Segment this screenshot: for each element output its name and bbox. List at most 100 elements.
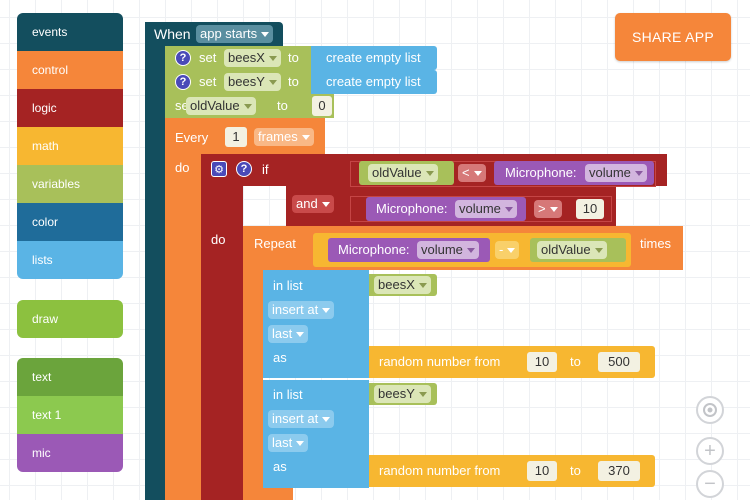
category-variables[interactable]: variables — [17, 165, 123, 203]
random-from-input[interactable]: 10 — [527, 352, 557, 372]
chevron-down-icon — [322, 416, 331, 422]
to-label: to — [570, 463, 581, 478]
microphone-prop-dropdown[interactable]: volume — [455, 200, 517, 218]
comparison-operator-dropdown[interactable]: > — [534, 200, 562, 218]
crosshair-icon[interactable] — [696, 396, 724, 424]
category-label: mic — [32, 446, 51, 460]
category-logic[interactable]: logic — [17, 89, 123, 127]
var-dropdown-oldvalue[interactable]: oldValue — [186, 97, 256, 115]
create-empty-list-block[interactable] — [311, 46, 437, 70]
chevron-down-icon — [301, 134, 310, 140]
if-label: if — [262, 162, 269, 177]
math-operator-dropdown[interactable]: - — [495, 241, 520, 259]
random-from-input[interactable]: 10 — [527, 461, 557, 481]
var-dropdown-beesx[interactable]: beesX — [374, 276, 431, 294]
plus-icon: + — [704, 440, 716, 462]
insert-into-list-block[interactable] — [263, 270, 369, 378]
random-number-label: random number from — [379, 354, 501, 369]
and-or-dropdown[interactable]: and — [292, 195, 334, 213]
chevron-down-icon — [321, 201, 330, 207]
category-label: events — [32, 25, 68, 39]
help-icon[interactable]: ? — [175, 50, 191, 66]
number-input[interactable]: 10 — [576, 199, 604, 219]
random-to-input[interactable]: 370 — [598, 461, 640, 481]
set-label: set — [199, 50, 217, 65]
category-lists[interactable]: lists — [17, 241, 123, 279]
category-events[interactable]: events — [17, 13, 123, 51]
do-label: do — [175, 160, 190, 175]
as-label: as — [273, 459, 287, 474]
category-label: draw — [32, 312, 59, 326]
minus-icon: − — [704, 473, 716, 495]
in-list-label: in list — [273, 278, 303, 293]
chevron-down-icon — [322, 307, 331, 313]
gear-icon[interactable]: ⚙ — [211, 161, 227, 177]
random-to-input[interactable]: 500 — [598, 352, 640, 372]
category-label: variables — [32, 177, 81, 191]
to-label: to — [277, 98, 288, 113]
every-label: Every — [175, 130, 209, 145]
position-dropdown[interactable]: last — [268, 325, 309, 343]
help-icon[interactable]: ? — [175, 74, 191, 90]
category-mic[interactable]: mic — [17, 434, 123, 472]
share-app-button[interactable]: SHARE APP — [615, 13, 731, 61]
comparison-operator-dropdown[interactable]: < — [458, 164, 486, 182]
var-dropdown-beesx[interactable]: beesX — [224, 49, 281, 67]
zoom-in-button[interactable]: + — [696, 437, 724, 465]
var-dropdown-oldvalue[interactable]: oldValue — [537, 241, 607, 259]
frames-count-input[interactable]: 1 — [225, 127, 247, 147]
chevron-down-icon — [634, 170, 643, 176]
chevron-down-icon — [243, 103, 252, 109]
chevron-down-icon — [418, 282, 427, 288]
category-label: math — [32, 139, 59, 153]
chevron-down-icon — [261, 31, 270, 37]
category-control[interactable]: control — [17, 51, 123, 89]
microphone-label: Microphone: — [376, 201, 448, 216]
event-trigger-dropdown[interactable]: app starts — [196, 25, 274, 43]
chevron-down-icon — [268, 55, 277, 61]
category-color[interactable]: color — [17, 203, 123, 241]
microphone-label: Microphone: — [338, 242, 410, 257]
when-label: When — [154, 26, 191, 42]
category-label: logic — [32, 101, 57, 115]
category-text-1[interactable]: text 1 — [17, 396, 123, 434]
insert-mode-dropdown[interactable]: insert at — [268, 301, 335, 319]
number-input[interactable]: 0 — [312, 96, 332, 116]
chevron-down-icon — [473, 170, 482, 176]
category-text[interactable]: text — [17, 358, 123, 396]
microphone-prop-dropdown[interactable]: volume — [585, 164, 647, 182]
repeat-body-bar — [243, 226, 263, 500]
in-list-label: in list — [273, 387, 303, 402]
help-icon[interactable]: ? — [236, 161, 252, 177]
if-body-bar — [201, 154, 243, 500]
create-empty-list-block[interactable] — [311, 70, 437, 94]
microphone-prop-dropdown[interactable]: volume — [417, 241, 479, 259]
random-number-label: random number from — [379, 463, 501, 478]
event-body-bar — [145, 22, 165, 500]
category-math[interactable]: math — [17, 127, 123, 165]
chevron-down-icon — [268, 79, 277, 85]
to-label: to — [570, 354, 581, 369]
category-label: text — [32, 370, 52, 384]
chevron-down-icon — [296, 440, 305, 446]
create-empty-list-label: create empty list — [326, 74, 421, 89]
category-label: control — [32, 63, 69, 77]
do-label: do — [211, 232, 226, 247]
var-dropdown-oldvalue[interactable]: oldValue — [368, 164, 438, 182]
category-draw[interactable]: draw — [17, 300, 123, 338]
insert-mode-dropdown[interactable]: insert at — [268, 410, 335, 428]
var-dropdown-beesy[interactable]: beesY — [224, 73, 281, 91]
chevron-down-icon — [296, 331, 305, 337]
chevron-down-icon — [549, 206, 558, 212]
to-label: to — [288, 74, 299, 89]
chevron-down-icon — [466, 247, 475, 253]
every-body-bar — [165, 118, 201, 500]
microphone-label: Microphone: — [505, 165, 577, 180]
frames-unit-dropdown[interactable]: frames — [254, 128, 314, 146]
position-dropdown[interactable]: last — [268, 434, 309, 452]
category-label: text 1 — [32, 408, 62, 422]
var-dropdown-beesy[interactable]: beesY — [374, 385, 431, 403]
zoom-out-button[interactable]: − — [696, 470, 724, 498]
to-label: to — [288, 50, 299, 65]
chevron-down-icon — [504, 206, 513, 212]
